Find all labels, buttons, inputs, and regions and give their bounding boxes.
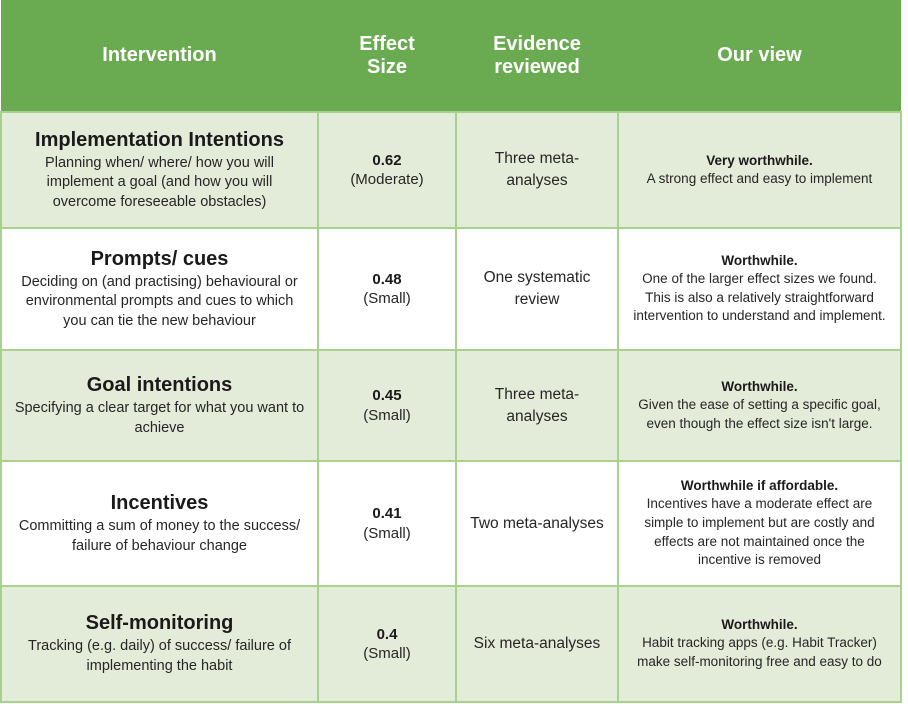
effect-size-label: (Small) bbox=[363, 406, 411, 424]
column-header-our-view: Our view bbox=[618, 0, 901, 112]
table-header-row: Intervention Effect Size Evidence review… bbox=[1, 0, 901, 112]
our-view-verdict: Worthwhile. bbox=[721, 252, 798, 268]
effect-size-value: 0.4 bbox=[376, 625, 398, 643]
cell-effect-size: 0.4 (Small) bbox=[317, 585, 457, 703]
cell-evidence-reviewed: Two meta-analyses bbox=[455, 460, 619, 587]
intervention-description: Committing a sum of money to the success… bbox=[18, 517, 301, 554]
our-view-text: Given the ease of setting a specific goa… bbox=[638, 396, 881, 431]
evidence-reviewed-text: Three meta-analyses bbox=[494, 385, 580, 425]
our-view-verdict: Worthwhile. bbox=[721, 378, 798, 394]
our-view-text: A strong effect and easy to implement bbox=[646, 170, 873, 186]
intervention-name: Incentives bbox=[110, 491, 209, 514]
cell-evidence-reviewed: One systematic review bbox=[455, 227, 619, 351]
cell-evidence-reviewed: Three meta-analyses bbox=[455, 349, 619, 462]
evidence-reviewed-text: Six meta-analyses bbox=[473, 635, 601, 653]
column-header-evidence-reviewed: Evidence reviewed bbox=[456, 0, 618, 112]
our-view-text: Incentives have a moderate effect are si… bbox=[644, 496, 875, 568]
cell-our-view: Worthwhile. One of the larger effect siz… bbox=[617, 227, 902, 351]
table-row: Incentives Committing a sum of money to … bbox=[0, 460, 902, 587]
column-header-our-view-label: Our view bbox=[717, 44, 802, 67]
effect-size-value: 0.62 bbox=[372, 151, 402, 169]
intervention-description: Deciding on (and practising) behavioural… bbox=[21, 273, 298, 329]
intervention-name: Prompts/ cues bbox=[90, 247, 229, 270]
cell-intervention: Self-monitoring Tracking (e.g. daily) of… bbox=[0, 585, 319, 703]
effect-size-label: (Small) bbox=[363, 645, 411, 662]
our-view-text: Habit tracking apps (e.g. Habit Tracker)… bbox=[637, 635, 882, 670]
cell-our-view: Worthwhile. Habit tracking apps (e.g. Ha… bbox=[617, 585, 902, 703]
table-row: Implementation Intentions Planning when/… bbox=[0, 111, 902, 229]
cell-intervention: Goal intentions Specifying a clear targe… bbox=[0, 349, 319, 462]
cell-effect-size: 0.45 (Small) bbox=[317, 349, 457, 462]
table-row: Prompts/ cues Deciding on (and practisin… bbox=[0, 227, 902, 351]
effect-size-value: 0.45 bbox=[372, 387, 402, 404]
intervention-description: Tracking (e.g. daily) of success/ failur… bbox=[28, 638, 291, 674]
cell-our-view: Worthwhile. Given the ease of setting a … bbox=[617, 349, 902, 462]
evidence-reviewed-text: Three meta-analyses bbox=[494, 150, 580, 189]
effect-size-label: (Small) bbox=[363, 290, 411, 307]
column-header-intervention: Intervention bbox=[1, 0, 318, 112]
intervention-name: Self-monitoring bbox=[85, 612, 234, 635]
table-row: Self-monitoring Tracking (e.g. daily) of… bbox=[0, 585, 902, 703]
cell-effect-size: 0.48 (Small) bbox=[317, 227, 457, 351]
effect-size-value: 0.41 bbox=[372, 505, 402, 522]
our-view-verdict: Worthwhile. bbox=[721, 617, 798, 633]
cell-intervention: Prompts/ cues Deciding on (and practisin… bbox=[0, 227, 319, 351]
column-header-effect-size-line2: Size bbox=[366, 55, 408, 78]
table-header: Intervention Effect Size Evidence review… bbox=[1, 0, 901, 112]
intervention-name: Implementation Intentions bbox=[35, 128, 284, 151]
effect-size-label: (Moderate) bbox=[350, 171, 424, 188]
column-header-effect-size: Effect Size bbox=[318, 0, 456, 112]
evidence-reviewed-text: Two meta-analyses bbox=[470, 514, 604, 532]
column-header-evidence-line1: Evidence bbox=[493, 33, 581, 56]
column-header-effect-size-line1: Effect bbox=[359, 33, 415, 56]
our-view-verdict: Worthwhile if affordable. bbox=[680, 478, 839, 494]
effect-size-label: (Small) bbox=[363, 524, 411, 542]
column-header-intervention-label: Intervention bbox=[102, 44, 217, 67]
evidence-reviewed-text: One systematic review bbox=[483, 269, 591, 308]
our-view-verdict: Very worthwhile. bbox=[706, 152, 813, 168]
effect-size-value: 0.48 bbox=[372, 270, 402, 288]
cell-evidence-reviewed: Three meta-analyses bbox=[455, 111, 619, 229]
column-header-evidence-line2: reviewed bbox=[494, 55, 580, 78]
table-body: Implementation Intentions Planning when/… bbox=[0, 111, 902, 703]
our-view-text: One of the larger effect sizes we found.… bbox=[633, 271, 886, 324]
intervention-name: Goal intentions bbox=[86, 373, 233, 396]
cell-our-view: Very worthwhile. A strong effect and eas… bbox=[617, 111, 902, 229]
cell-effect-size: 0.62 (Moderate) bbox=[317, 111, 457, 229]
cell-effect-size: 0.41 (Small) bbox=[317, 460, 457, 587]
cell-our-view: Worthwhile if affordable. Incentives hav… bbox=[617, 460, 902, 587]
cell-intervention: Incentives Committing a sum of money to … bbox=[0, 460, 319, 587]
cell-evidence-reviewed: Six meta-analyses bbox=[455, 585, 619, 703]
table-row: Goal intentions Specifying a clear targe… bbox=[0, 349, 902, 462]
cell-intervention: Implementation Intentions Planning when/… bbox=[0, 111, 319, 229]
intervention-description: Specifying a clear target for what you w… bbox=[14, 399, 305, 436]
intervention-description: Planning when/ where/ how you will imple… bbox=[45, 154, 274, 210]
